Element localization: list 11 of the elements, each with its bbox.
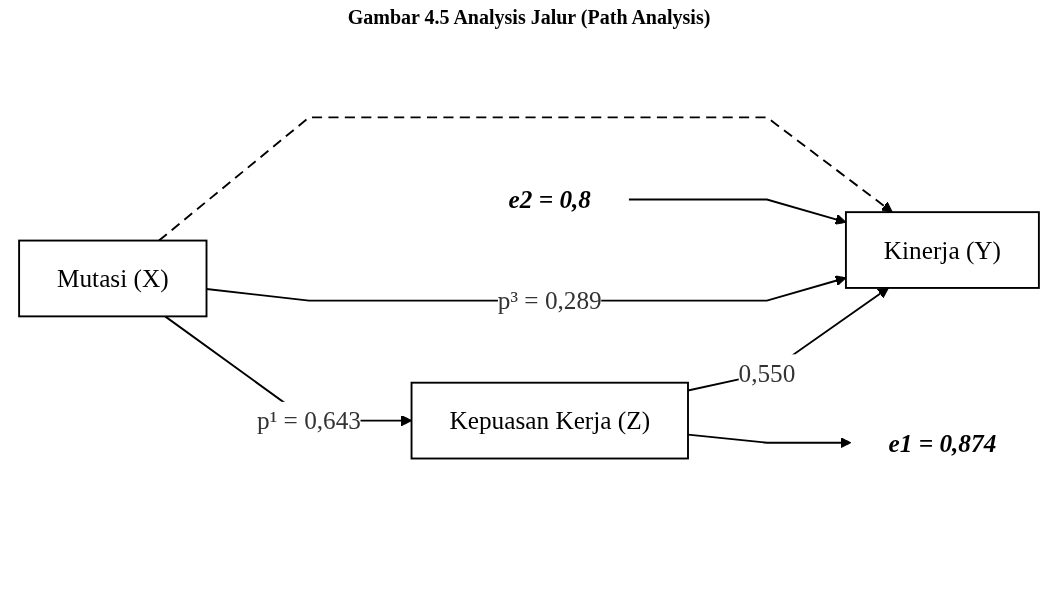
arrow xyxy=(158,116,893,242)
node-box: Mutasi (X) xyxy=(18,239,208,318)
node-text: e1 = 0,874 xyxy=(888,428,997,457)
node-box: Kinerja (Y) xyxy=(844,211,1040,289)
edge-label: p³ = 0,289 xyxy=(497,286,602,315)
edge-label: p¹ = 0,643 xyxy=(257,406,361,435)
node-box: Kepuasan Kerja (Z) xyxy=(410,381,689,460)
diagram-title: Gambar 4.5 Analysis Jalur (Path Analysis) xyxy=(346,6,712,29)
edge-label: 0,550 xyxy=(738,359,796,388)
arrow xyxy=(687,433,852,449)
node-text: e2 = 0,8 xyxy=(508,185,592,214)
